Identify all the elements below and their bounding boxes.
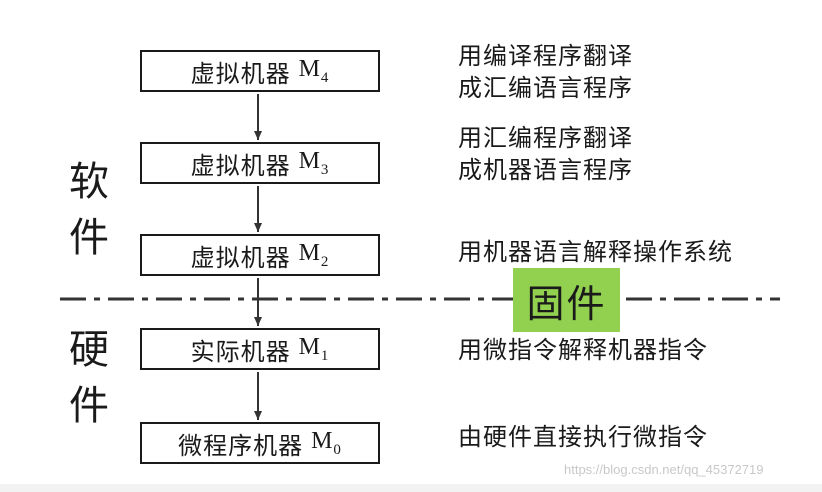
- level-symbol: M0: [311, 427, 342, 458]
- level-symbol: M3: [298, 147, 330, 178]
- watermark: https://blog.csdn.net/qq_45372719: [564, 462, 764, 477]
- bottom-strip: [0, 484, 822, 492]
- level-name: 虚拟机器: [190, 243, 291, 272]
- description-line: 用微指令解释机器指令: [458, 336, 708, 364]
- hardware-label: 硬 件: [64, 322, 114, 434]
- level-box-m0: 微程序机器 M0: [140, 422, 380, 464]
- description-m1: 用微指令解释机器指令: [458, 334, 708, 366]
- software-label: 软 件: [64, 154, 114, 266]
- description-line: 由硬件直接执行微指令: [458, 423, 708, 451]
- description-line: 用汇编程序翻译: [458, 124, 633, 152]
- software-char-1: 软: [69, 159, 109, 205]
- level-name: 虚拟机器: [190, 151, 291, 180]
- description-m0: 由硬件直接执行微指令: [458, 421, 708, 453]
- hardware-char-1: 硬: [69, 327, 109, 373]
- software-char-2: 件: [69, 215, 109, 261]
- level-symbol: M1: [298, 333, 330, 364]
- description-m3: 用汇编程序翻译 成机器语言程序: [458, 122, 633, 186]
- level-name: 虚拟机器: [190, 59, 291, 88]
- level-box-m2: 虚拟机器 M2: [140, 234, 380, 276]
- description-line: 用机器语言解释操作系统: [458, 238, 733, 266]
- description-m2: 用机器语言解释操作系统: [458, 236, 733, 268]
- description-line: 用编译程序翻译: [458, 42, 633, 70]
- level-symbol: M4: [298, 55, 330, 86]
- level-box-m1: 实际机器 M1: [140, 328, 380, 370]
- description-m4: 用编译程序翻译 成汇编语言程序: [458, 40, 633, 104]
- level-box-m4: 虚拟机器 M4: [140, 50, 380, 92]
- level-name: 实际机器: [190, 337, 291, 366]
- description-line: 成汇编语言程序: [458, 74, 633, 102]
- hardware-char-2: 件: [69, 383, 109, 429]
- firmware-label: 固件: [513, 268, 620, 332]
- level-box-m3: 虚拟机器 M3: [140, 142, 380, 184]
- level-name: 微程序机器: [178, 431, 304, 460]
- level-symbol: M2: [298, 239, 330, 270]
- description-line: 成机器语言程序: [458, 156, 633, 184]
